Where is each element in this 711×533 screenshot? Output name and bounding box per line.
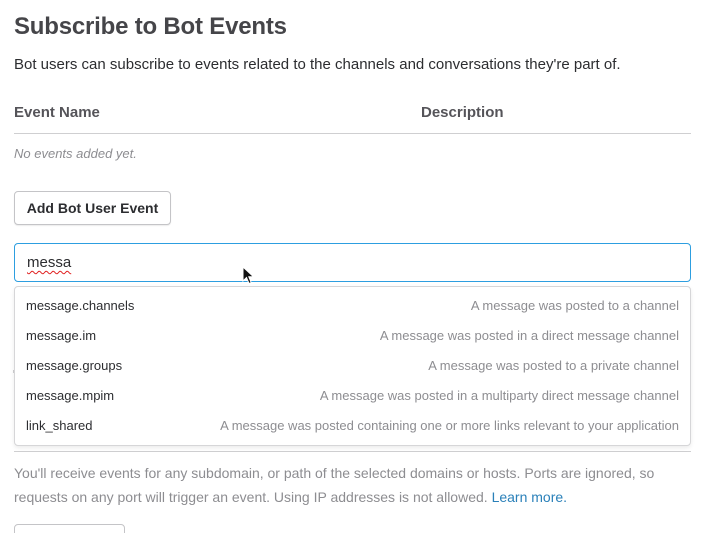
suggestion-name: message.groups (26, 358, 123, 373)
learn-more-link[interactable]: Learn more. (491, 489, 568, 505)
suggestion-name: message.im (26, 328, 97, 343)
section-subtitle: Bot users can subscribe to events relate… (14, 56, 621, 73)
column-header-event-name: Event Name (14, 104, 100, 121)
column-header-description: Description (421, 104, 504, 121)
suggestion-name: message.channels (26, 298, 135, 313)
suggestion-description: A message was posted containing one or m… (220, 418, 679, 433)
event-search-input[interactable]: messa (14, 243, 691, 282)
suggestion-link-shared[interactable]: link_shared A message was posted contain… (15, 411, 690, 441)
event-search-value: messa (27, 254, 72, 271)
bottom-action-button[interactable] (14, 524, 125, 533)
section-title: Subscribe to Bot Events (14, 13, 287, 40)
suggestion-message-channels[interactable]: message.channels A message was posted to… (15, 291, 690, 321)
suggestion-name: link_shared (26, 418, 93, 433)
suggestion-message-mpim[interactable]: message.mpim A message was posted in a m… (15, 381, 690, 411)
domains-note: You'll receive events for any subdomain,… (14, 461, 674, 509)
empty-events-message: No events added yet. (14, 146, 137, 161)
suggestion-description: A message was posted to a channel (470, 298, 679, 313)
domains-divider (14, 451, 691, 452)
event-suggestions-dropdown: message.channels A message was posted to… (14, 286, 691, 446)
suggestion-description: A message was posted in a direct message… (379, 328, 679, 343)
suggestion-message-im[interactable]: message.im A message was posted in a dir… (15, 321, 690, 351)
suggestion-name: message.mpim (26, 388, 115, 403)
suggestion-description: A message was posted in a multiparty dir… (319, 388, 679, 403)
add-bot-user-event-button[interactable]: Add Bot User Event (14, 191, 171, 225)
suggestion-description: A message was posted to a private channe… (428, 358, 679, 373)
table-divider (14, 133, 691, 134)
domains-note-text: You'll receive events for any subdomain,… (14, 465, 655, 505)
suggestion-message-groups[interactable]: message.groups A message was posted to a… (15, 351, 690, 381)
